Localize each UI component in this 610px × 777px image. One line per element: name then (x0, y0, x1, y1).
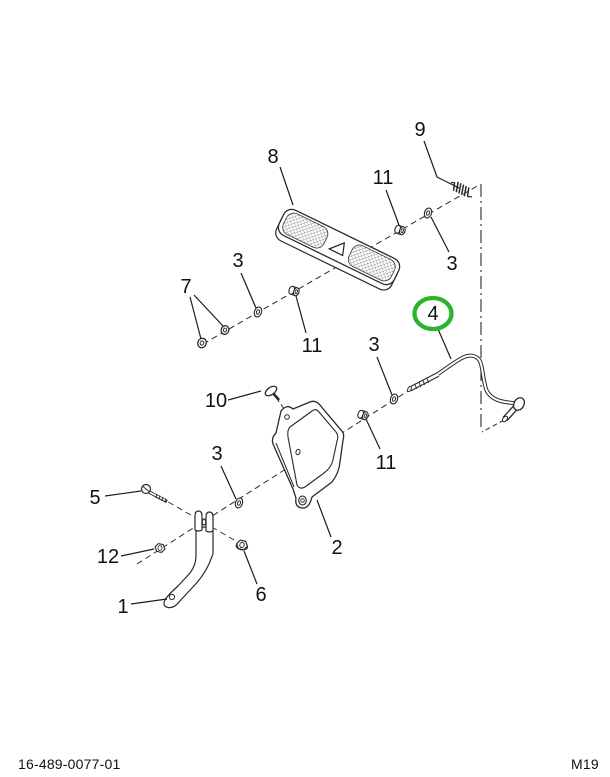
rod-end-fitting (512, 397, 526, 411)
bracket-bottom-hole (300, 498, 305, 503)
callout-4-label: 4 (427, 303, 438, 325)
callout-2-label: 2 (331, 537, 342, 559)
pedal-tread-right (347, 244, 396, 282)
part-spacer-top (393, 223, 407, 237)
callout-3-top-label: 3 (446, 253, 457, 275)
callout-5-label: 5 (89, 487, 100, 509)
callout-6-label: 6 (255, 584, 266, 606)
lever-mounting-hole (168, 593, 176, 601)
callout-11-mid-label: 11 (376, 452, 397, 474)
callout-9-label: 9 (414, 119, 425, 141)
part-lever (163, 510, 214, 609)
highlight-callout-4: 4 (412, 295, 454, 332)
part-bracket (271, 400, 345, 509)
callout-3-left-label: 3 (232, 250, 243, 272)
bracket-face-hole (295, 448, 301, 456)
callout-7-label: 7 (180, 276, 191, 298)
part-pedal (275, 208, 401, 291)
page-code: M19 (571, 756, 599, 772)
callout-11-top-label: 11 (373, 167, 394, 189)
part-spacer-mid (356, 408, 370, 422)
upper-axis-centerline (202, 184, 480, 345)
screw-axis-centerline (150, 491, 249, 549)
document-number: 16-489-0077-01 (18, 756, 121, 772)
part-rings (197, 325, 230, 349)
bracket-top-hole (284, 414, 290, 420)
part-spacer-low (287, 284, 301, 298)
leader-lines (104, 140, 460, 605)
part-screw (140, 483, 168, 504)
callout-3-mid-label: 3 (368, 334, 379, 356)
rod-end-centerline (481, 419, 505, 433)
part-spring (450, 181, 472, 198)
callout-11-low-label: 11 (302, 335, 323, 357)
part-nut-6 (235, 538, 249, 552)
callout-12-label: 12 (97, 546, 119, 568)
part-washer-left (252, 305, 264, 319)
part-throttle-rod (407, 353, 526, 423)
callout-3-bottom-label: 3 (211, 443, 222, 465)
part-rivet (264, 385, 280, 401)
lower-axis-centerline (136, 388, 412, 565)
callout-8-label: 8 (267, 146, 278, 168)
callout-1-label: 1 (117, 596, 128, 618)
part-washer-mid (388, 392, 400, 406)
callout-10-label: 10 (205, 390, 227, 412)
pedal-tread-left (282, 212, 329, 249)
highlight-circle (412, 295, 454, 332)
rod-threads (414, 378, 430, 390)
